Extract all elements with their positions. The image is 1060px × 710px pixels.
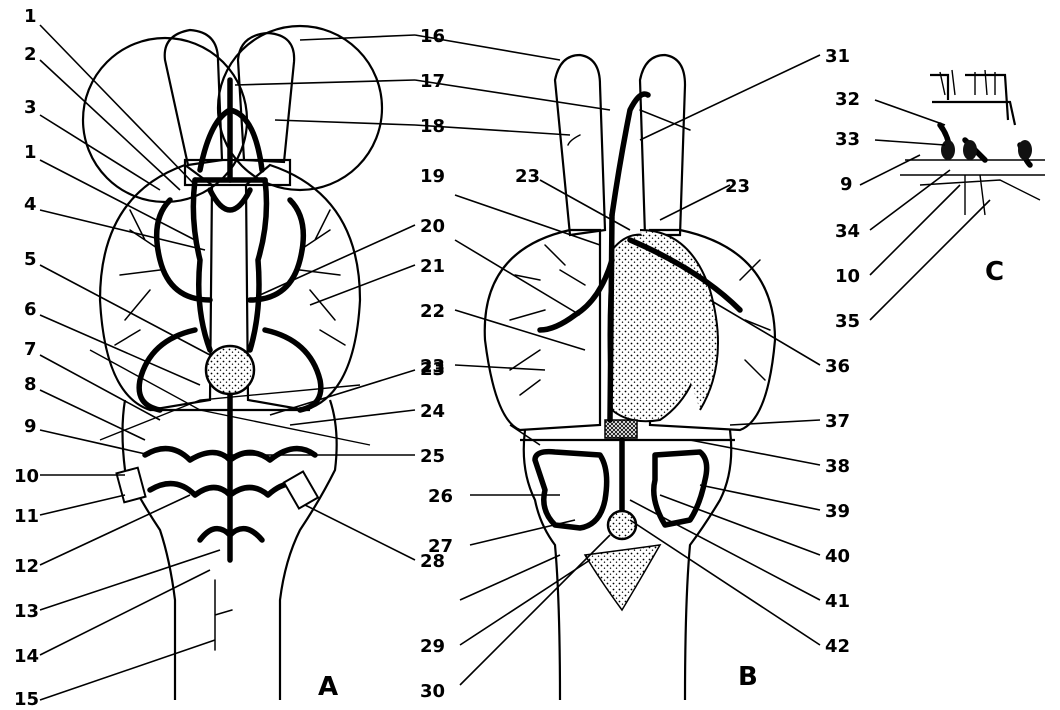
label: 26 xyxy=(428,486,453,507)
label: 38 xyxy=(825,456,850,477)
label: 23 xyxy=(725,176,750,197)
label: 14 xyxy=(14,646,39,667)
label: 27 xyxy=(428,536,453,557)
label: 9 xyxy=(840,174,853,195)
label: 12 xyxy=(14,556,39,577)
label: 9 xyxy=(24,416,37,437)
labels-b-right: 31 23 36 37 38 39 40 41 42 xyxy=(725,46,850,657)
label: 19 xyxy=(420,166,445,187)
label: 23 xyxy=(515,166,540,187)
label: 23 xyxy=(420,356,445,377)
label: 40 xyxy=(825,546,850,567)
label: 13 xyxy=(14,601,39,622)
panel-a-drawing xyxy=(83,26,382,700)
label: 5 xyxy=(24,249,37,270)
panel-c-drawing xyxy=(900,70,1045,215)
label: 3 xyxy=(24,97,37,118)
label: 20 xyxy=(420,216,445,237)
label: 39 xyxy=(825,501,850,522)
label: 41 xyxy=(825,591,850,612)
label: 18 xyxy=(420,116,445,137)
panel-label-c: C xyxy=(985,257,1004,287)
label: 1 xyxy=(24,142,37,163)
label: 16 xyxy=(420,26,445,47)
label: 30 xyxy=(420,681,445,702)
label: 2 xyxy=(24,44,37,65)
panel-label-a: A xyxy=(318,672,338,702)
label: 11 xyxy=(14,506,39,527)
label: 33 xyxy=(835,129,860,150)
panel-label-b: B xyxy=(738,662,758,692)
labels-b-left: 19 22 23 23 26 27 29 30 xyxy=(420,166,540,702)
label: 35 xyxy=(835,311,860,332)
label: 1 xyxy=(24,6,37,27)
label: 7 xyxy=(24,339,37,360)
label: 36 xyxy=(825,356,850,377)
labels-c: 32 33 9 34 10 35 xyxy=(835,89,860,332)
label: 15 xyxy=(14,689,39,710)
label: 10 xyxy=(835,266,860,287)
label: 31 xyxy=(825,46,850,67)
label: 21 xyxy=(420,256,445,277)
panel-b-drawing xyxy=(485,55,775,700)
label: 4 xyxy=(24,194,37,215)
label: 25 xyxy=(420,446,445,467)
label: 32 xyxy=(835,89,860,110)
label: 24 xyxy=(420,401,445,422)
label: 22 xyxy=(420,301,445,322)
label: 29 xyxy=(420,636,445,657)
label: 17 xyxy=(420,71,445,92)
labels-a-left: 1 2 3 1 4 5 6 7 8 9 10 11 12 13 14 15 xyxy=(14,6,39,710)
label: 8 xyxy=(24,374,37,395)
label: 6 xyxy=(24,299,37,320)
label: 10 xyxy=(14,466,39,487)
label: 37 xyxy=(825,411,850,432)
label: 42 xyxy=(825,636,850,657)
label: 34 xyxy=(835,221,860,242)
